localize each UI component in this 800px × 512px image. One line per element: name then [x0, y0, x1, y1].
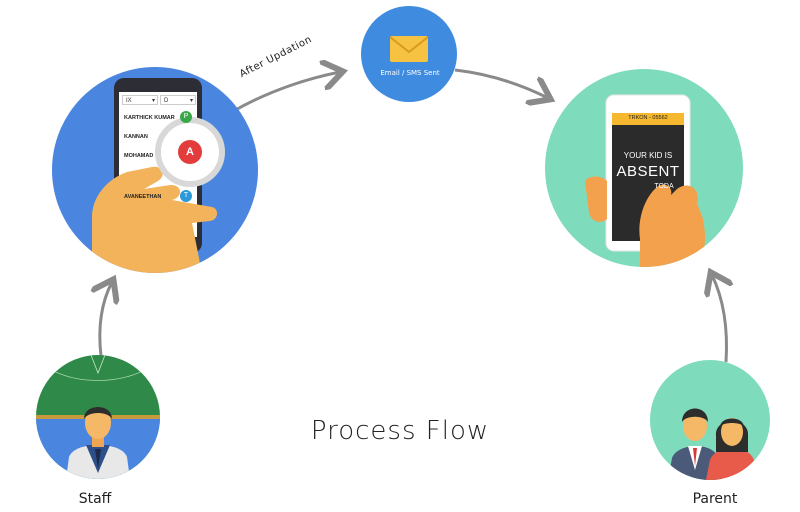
section-dropdown-value: D: [164, 98, 169, 104]
student-name: AVANEETHAN: [124, 194, 162, 200]
parent-label: Parent: [692, 491, 738, 507]
arrow-email-to-parent-phone: [454, 68, 548, 98]
chevron-down-icon: ▾: [151, 98, 155, 104]
class-dropdown[interactable]: IX ▾: [122, 95, 158, 105]
arrow-staff-to-attendance: [100, 282, 112, 357]
sms-line-1: YOUR KID IS: [623, 151, 673, 160]
sms-sender-header: TRKON - 05562: [628, 115, 668, 121]
status-badge-present[interactable]: P: [180, 111, 192, 123]
attendance-phone-circle: IX▾ D▾ KARTHICK KUMAR P KANNAN MOHAMAD A…: [52, 67, 258, 273]
status-badge-late[interactable]: T: [180, 190, 192, 202]
email-sms-label: Email / SMS Sent: [380, 69, 440, 77]
envelope-icon: [389, 36, 429, 62]
student-name: MOHAMAD: [124, 153, 154, 159]
section-dropdown[interactable]: D▾: [160, 95, 196, 105]
sms-line-2: ABSENT: [616, 163, 680, 180]
student-name: KARTHICK KUMAR: [124, 115, 175, 121]
magnified-status-absent[interactable]: A: [186, 146, 194, 158]
mother-icon: [706, 448, 758, 480]
student-name: KANNAN: [124, 134, 148, 140]
staff-hand-icon: [92, 166, 218, 273]
parent-node: [650, 360, 770, 480]
email-sms-node: [361, 6, 457, 102]
sms-line-3: TODA: [654, 183, 674, 190]
class-dropdown-value: IX: [126, 98, 132, 104]
staff-node: [36, 355, 160, 479]
parent-left-hand-icon: [585, 176, 607, 222]
arrow-parent-to-phone: [712, 275, 726, 363]
diagram-title: Process Flow: [310, 416, 490, 446]
chevron-down-icon: ▾: [189, 98, 193, 104]
arrow-attendance-to-email: [231, 72, 340, 114]
parent-phone-circle: TRKON - 05562 YOUR KID IS ABSENT TODA: [545, 69, 743, 267]
staff-label: Staff: [78, 491, 112, 507]
parent-right-hand-icon: [639, 184, 705, 267]
